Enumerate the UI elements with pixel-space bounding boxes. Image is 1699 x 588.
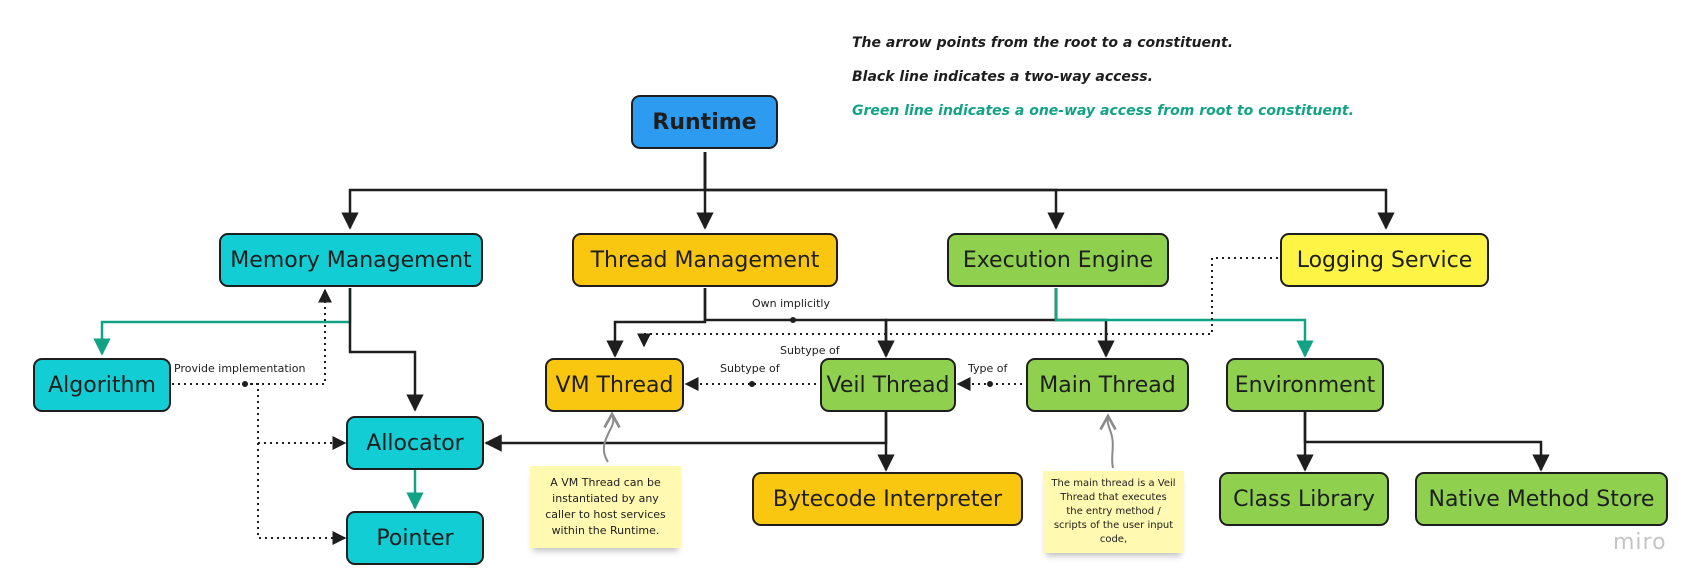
note-arrow-vm xyxy=(602,411,621,463)
node-class-library[interactable]: Class Library xyxy=(1219,472,1389,526)
node-logging-service[interactable]: Logging Service xyxy=(1280,233,1489,287)
edge-veil-allocator xyxy=(484,412,888,452)
node-pointer[interactable]: Pointer xyxy=(346,511,484,565)
node-memory-management[interactable]: Memory Management xyxy=(219,233,483,287)
label-subtype-of-top: Subtype of xyxy=(780,344,841,357)
node-vm-thread[interactable]: VM Thread xyxy=(545,358,684,412)
edge-algorithm-pointer-impl xyxy=(257,443,347,545)
label-type-of: Type of xyxy=(967,362,1008,375)
subtype-dot xyxy=(749,381,755,387)
sticky-note-vm-thread-text: A VM Thread can be instantiated by any c… xyxy=(545,476,666,537)
junction-dot xyxy=(242,381,248,387)
node-allocator[interactable]: Allocator xyxy=(346,416,484,470)
edge-memory-allocator xyxy=(348,288,424,412)
edge-algorithm-allocator-impl xyxy=(245,383,347,450)
label-provide-implementation: Provide implementation xyxy=(174,362,305,375)
node-thread-management[interactable]: Thread Management xyxy=(572,233,838,287)
label-subtype-of-left: Subtype of xyxy=(720,362,781,375)
label-own-implicitly: Own implicitly xyxy=(752,297,830,310)
edge-execution-main xyxy=(1054,288,1115,358)
sticky-note-main-thread[interactable]: The main thread is a Veil Thread that ex… xyxy=(1043,471,1184,553)
note-arrow-main xyxy=(1099,413,1117,469)
sticky-note-main-thread-text: The main thread is a Veil Thread that ex… xyxy=(1051,478,1176,545)
typeof-dot xyxy=(987,381,993,387)
own-implicitly-dot xyxy=(790,317,796,323)
edge-runtime-memory xyxy=(341,152,707,230)
node-veil-thread[interactable]: Veil Thread xyxy=(820,358,956,412)
node-main-thread[interactable]: Main Thread xyxy=(1026,358,1189,412)
sticky-note-vm-thread[interactable]: A VM Thread can be instantiated by any c… xyxy=(530,466,681,548)
node-environment[interactable]: Environment xyxy=(1226,358,1384,412)
edge-execution-veil xyxy=(877,288,1058,358)
node-native-method-store[interactable]: Native Method Store xyxy=(1415,472,1668,526)
node-bytecode-interpreter[interactable]: Bytecode Interpreter xyxy=(752,472,1023,526)
node-algorithm[interactable]: Algorithm xyxy=(33,358,171,412)
edge-runtime-logging xyxy=(703,152,1395,230)
node-runtime[interactable]: Runtime xyxy=(631,95,778,149)
legend-green-line: Green line indicates a one-way access fr… xyxy=(852,103,1354,119)
node-execution-engine[interactable]: Execution Engine xyxy=(947,233,1169,287)
edge-memory-algorithm xyxy=(93,288,352,356)
legend-black-line: Black line indicates a two-way access. xyxy=(852,69,1153,85)
edge-execution-environment xyxy=(1054,288,1314,358)
miro-watermark: miro xyxy=(1613,530,1667,555)
edge-logging-threads xyxy=(637,257,1278,348)
edge-environment-native xyxy=(1303,412,1550,472)
edge-thread-vm xyxy=(606,288,707,358)
legend-arrow-direction: The arrow points from the root to a cons… xyxy=(852,35,1234,51)
